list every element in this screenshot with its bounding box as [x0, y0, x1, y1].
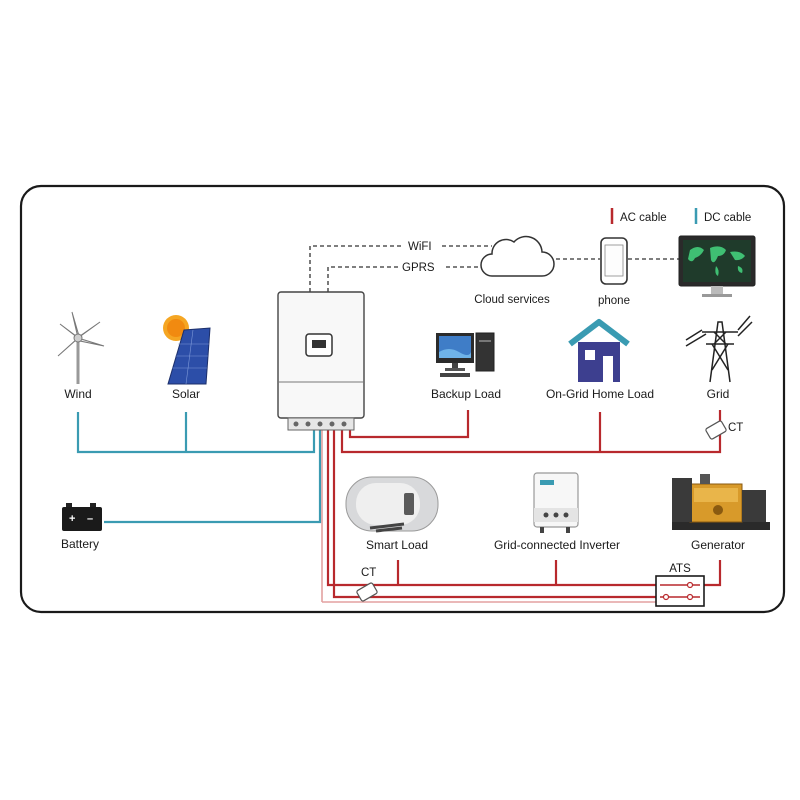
ct-smart-sensor	[356, 582, 378, 602]
hybrid-inverter	[277, 291, 365, 431]
wifi-label: WiFI	[408, 241, 432, 253]
legend: AC cable DC cable	[610, 208, 751, 224]
cloud-label: Cloud services	[474, 294, 550, 306]
legend-dc-label: DC cable	[704, 212, 751, 224]
dc-wind-solar-bus	[76, 412, 316, 454]
svg-text:–: –	[87, 513, 93, 525]
dc-battery-line	[104, 430, 322, 524]
smart-load-label: Smart Load	[366, 538, 428, 552]
svg-text:+: +	[69, 513, 75, 525]
wind-label: Wind	[64, 387, 91, 401]
wifi-line	[309, 245, 404, 292]
house-icon	[568, 319, 630, 382]
transmission-tower-icon	[685, 315, 753, 383]
solar-panel-icon	[163, 315, 211, 385]
ac-backup-line	[348, 410, 470, 439]
grid-label: Grid	[707, 387, 730, 401]
generator-label: Generator	[691, 538, 745, 552]
ct-grid-sensor	[705, 420, 727, 440]
grid-inverter-label: Grid-connected Inverter	[494, 538, 620, 552]
world-map-monitor-icon	[678, 235, 756, 297]
battery-icon: + –	[62, 503, 102, 531]
battery-label: Battery	[61, 537, 99, 551]
comm-lines	[309, 245, 680, 292]
legend-ac-label: AC cable	[620, 212, 667, 224]
backup-load-label: Backup Load	[431, 387, 501, 401]
ac-grid-ats-line	[332, 430, 695, 599]
ats-label: ATS	[669, 563, 691, 575]
wind-turbine-icon	[57, 311, 105, 384]
gprs-label: GPRS	[402, 262, 435, 274]
ats-switch	[655, 575, 705, 607]
ct-grid-label: CT	[728, 422, 743, 434]
home-load-label: On-Grid Home Load	[546, 387, 654, 401]
phone-icon	[600, 237, 628, 285]
gprs-line	[327, 266, 398, 292]
water-heater-icon	[345, 476, 439, 533]
diagram-frame	[19, 184, 786, 614]
solar-label: Solar	[172, 387, 200, 401]
ct-smart-label: CT	[361, 567, 376, 579]
cloud-icon	[480, 235, 555, 277]
ac-smart-gen-line	[326, 430, 722, 587]
desktop-computer-icon	[436, 332, 495, 377]
dc-wiring	[76, 412, 322, 524]
generator-icon	[672, 474, 770, 530]
phone-label: phone	[598, 295, 630, 307]
grid-inverter-icon	[533, 472, 579, 533]
